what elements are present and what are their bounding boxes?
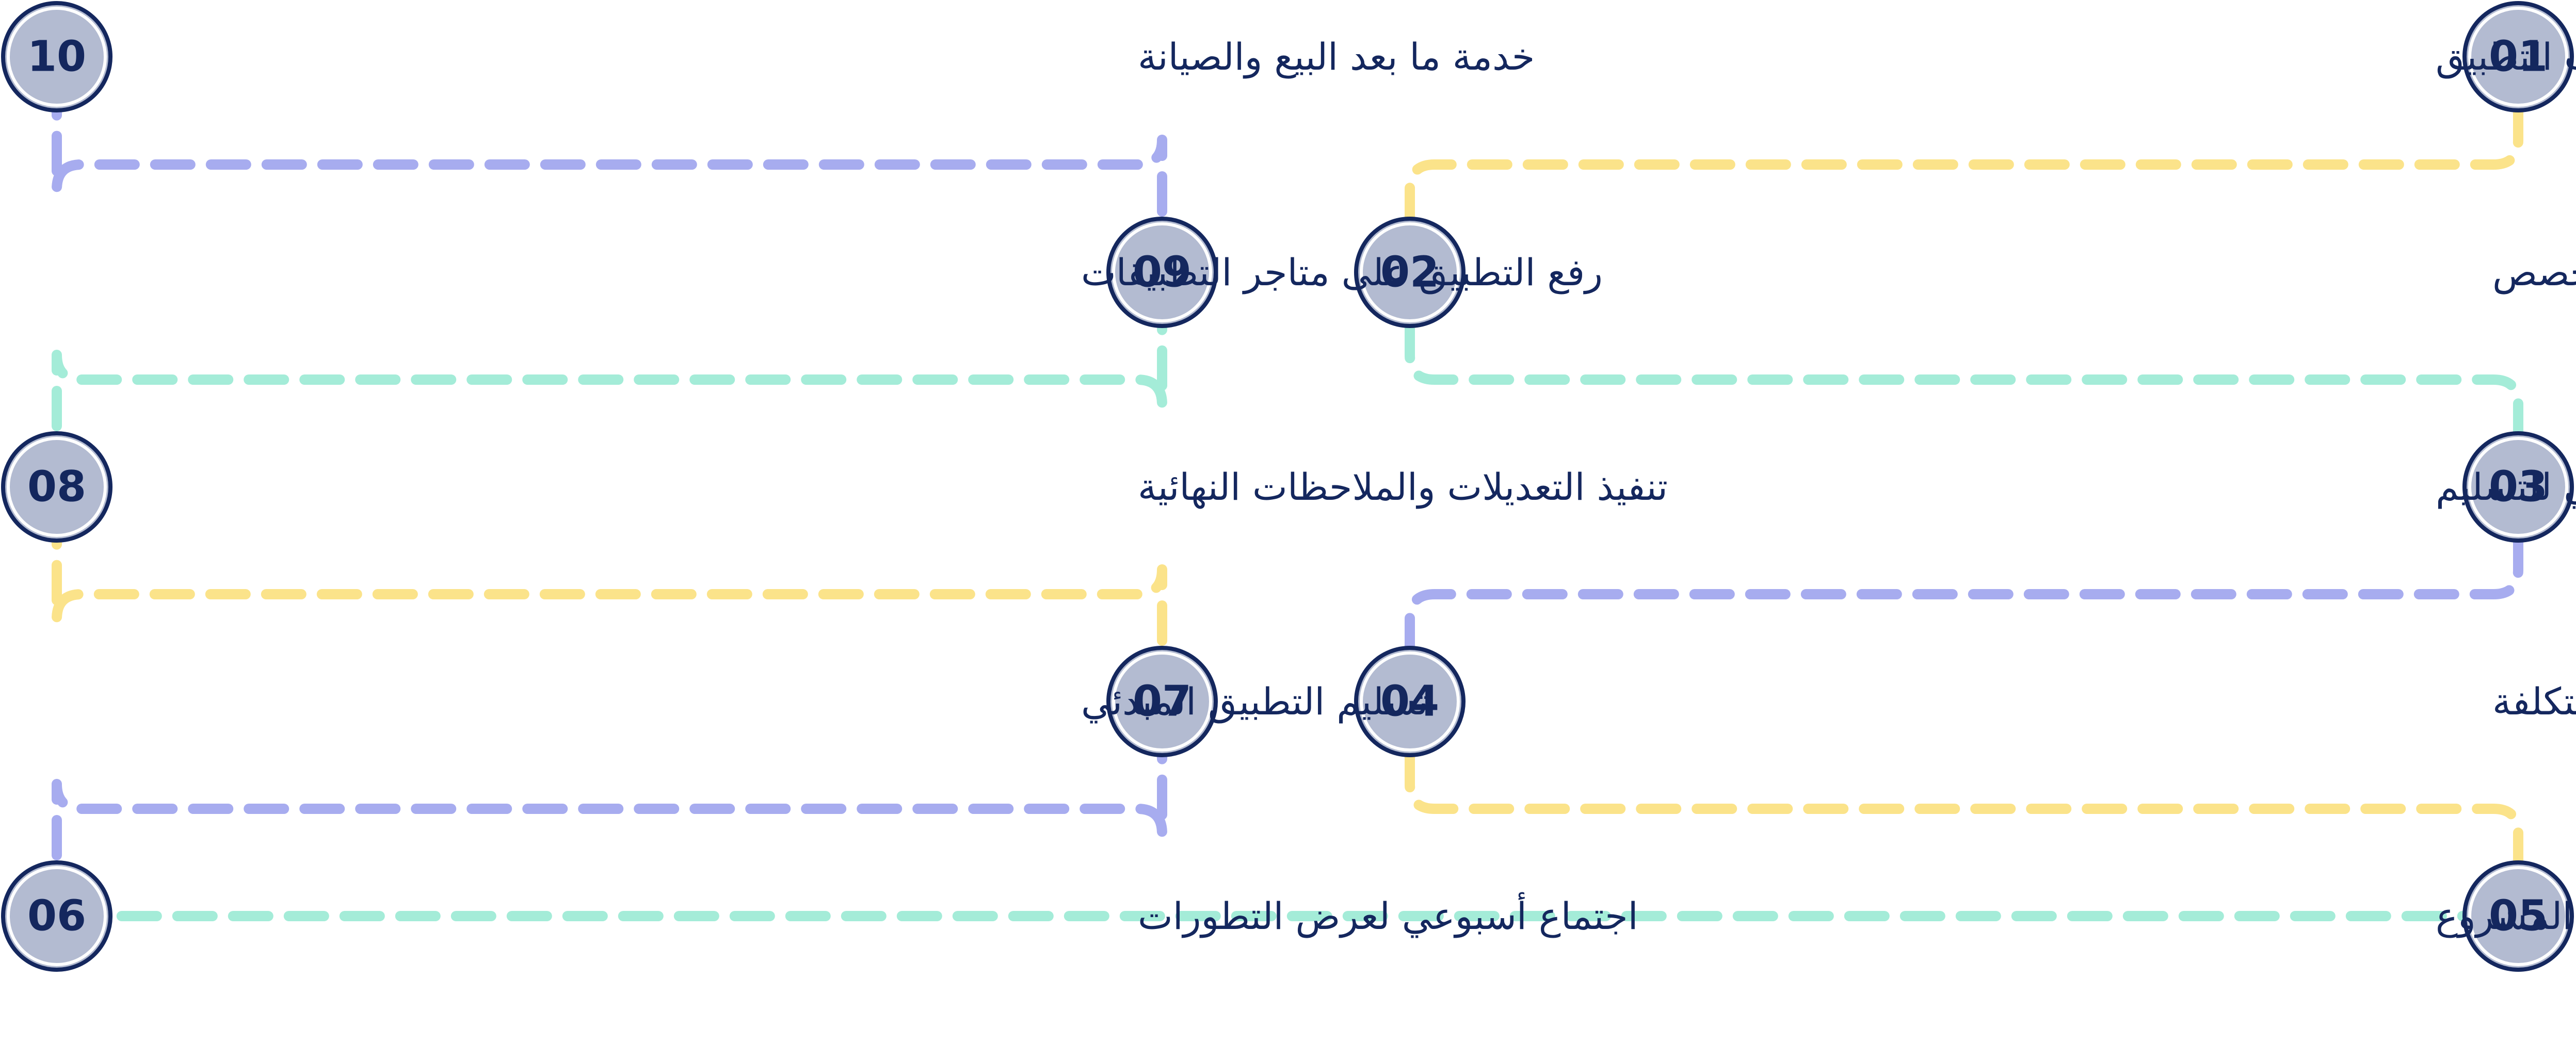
step-number-05: 05 <box>2489 892 2548 941</box>
step-badge-01 <box>2462 1 2574 112</box>
step-layer: 01اجتماع أولي لفهم متطلبات التطبيق 02 تخصي… <box>1 1 2576 972</box>
connector-04-05 <box>1405 747 2523 871</box>
step-08: 08 تنفيذ التعديلات والملاحظات النهائية <box>1 431 1668 543</box>
step-label-10: خدمة ما بعد البيع والصيانة <box>1138 35 1535 79</box>
step-number-07: 07 <box>1133 677 1192 726</box>
step-badge-ring-10 <box>7 7 107 107</box>
step-label-01: اجتماع أولي لفهم متطلبات التطبيق <box>2436 32 2576 79</box>
step-number-08: 08 <box>27 463 86 512</box>
step-badge-10 <box>1 1 112 112</box>
step-badge-06 <box>1 860 112 972</box>
step-badge-ring-03 <box>2468 437 2568 537</box>
connector-03-04 <box>1405 532 2523 656</box>
step-badge-03 <box>2462 431 2574 543</box>
step-number-01: 01 <box>2489 32 2548 81</box>
step-badge-09 <box>1106 217 1218 328</box>
step-04: 04 الموافقة على خطة العمل والتكلفة <box>1354 646 2576 757</box>
step-03: 03وضع خطة واضحة مع جدول زمني للتسليم <box>2436 431 2576 543</box>
connector-09-10 <box>52 1 1167 328</box>
step-number-02: 02 <box>1380 248 1439 297</box>
step-badge-ring-02 <box>1360 222 1460 322</box>
step-label-03: وضع خطة واضحة مع جدول زمني للتسليم <box>2436 465 2576 509</box>
step-badge-ring-01 <box>2468 7 2568 107</box>
step-label-02: تخصيص مدير مشروع متخصص <box>2492 251 2576 295</box>
step-badge-07 <box>1106 646 1218 757</box>
connector-01-02 <box>1405 102 2523 227</box>
step-badge-ring-08 <box>7 437 107 537</box>
step-06: 06 اجتماع أسبوعي لعرض التطورات <box>1 860 1638 972</box>
step-label-07: تسليم التطبيق المبدئي <box>1081 680 1428 724</box>
step-badge-ring-04 <box>1360 651 1460 752</box>
step-badge-04 <box>1354 646 1466 757</box>
connector-06-07 <box>52 646 1167 972</box>
step-badge-08 <box>1 431 112 543</box>
step-01: 01اجتماع أولي لفهم متطلبات التطبيق <box>2436 1 2576 112</box>
step-label-09: رفع التطبيق على متاجر التطبيقات <box>1081 251 1603 295</box>
step-10: 10 خدمة ما بعد البيع والصيانة <box>1 1 1535 112</box>
step-label-08: تنفيذ التعديلات والملاحظات النهائية <box>1138 465 1668 509</box>
step-badge-ring-09 <box>1112 222 1212 322</box>
step-number-09: 09 <box>1133 248 1192 297</box>
step-number-10: 10 <box>27 32 86 81</box>
step-label-04: الموافقة على خطة العمل والتكلفة <box>2492 680 2576 724</box>
step-badge-05 <box>2462 860 2574 972</box>
step-number-06: 06 <box>27 892 86 941</box>
step-badge-ring-07 <box>1112 651 1212 752</box>
step-label-05: بدأ تنفيذ المشروع <box>2436 892 2576 938</box>
connector-02-03 <box>1405 318 2523 442</box>
connector-08-09 <box>52 217 1167 543</box>
connector-07-08 <box>52 431 1167 757</box>
step-number-04: 04 <box>1380 677 1439 726</box>
step-badge-ring-06 <box>7 866 107 966</box>
step-badge-ring-05 <box>2468 866 2568 966</box>
step-number-03: 03 <box>2489 463 2548 512</box>
step-02: 02 تخصيص مدير مشروع متخصص <box>1354 217 2576 328</box>
step-label-06: اجتماع أسبوعي لعرض التطورات <box>1138 892 1638 938</box>
step-badge-02 <box>1354 217 1466 328</box>
step-05: 05بدأ تنفيذ المشروع <box>2436 860 2576 972</box>
